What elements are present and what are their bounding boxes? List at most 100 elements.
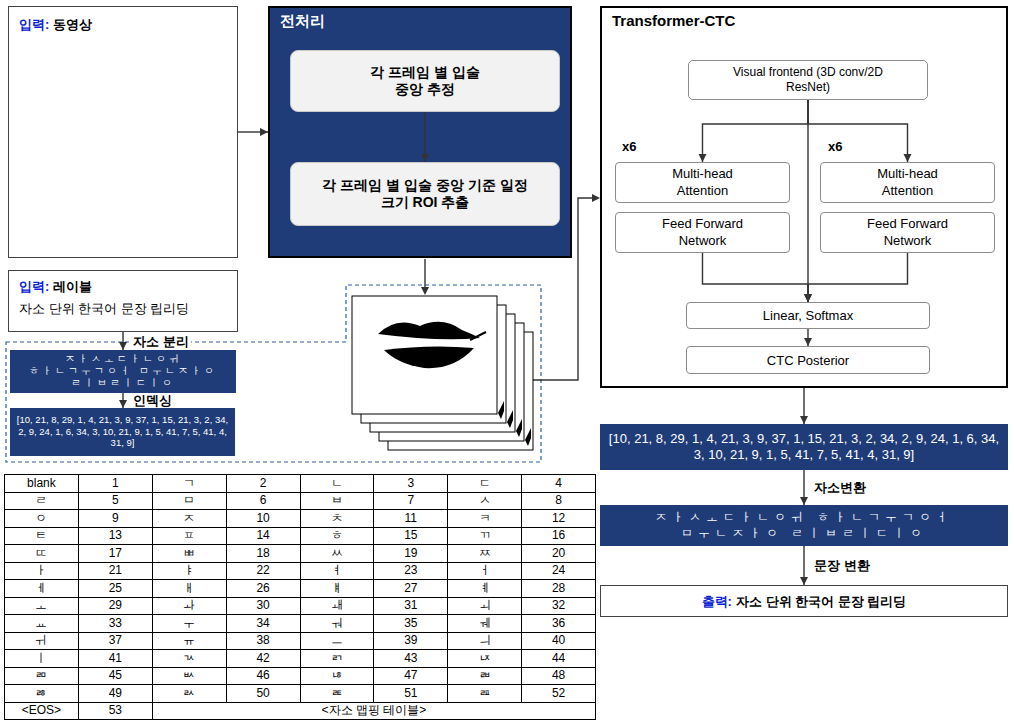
repeat-label: x6 — [622, 139, 636, 155]
cell-text: ㄳ — [183, 651, 195, 665]
cell-text: 23 — [404, 563, 417, 577]
text-wrap: [10, 21, 8, 29, 1, 4, 21, 3, 9, 37, 1, 1… — [608, 431, 1000, 464]
table-cell: ㅖ — [448, 580, 522, 598]
table-cell: ㅈ — [152, 510, 226, 528]
cell-text: 22 — [256, 563, 269, 577]
cell-text: 21 — [109, 563, 122, 577]
table-cell: 16 — [522, 527, 596, 545]
table-cell: 39 — [374, 632, 448, 650]
table-cell: ㅂ — [300, 492, 374, 510]
cell-text: ㅘ — [183, 598, 195, 612]
cell-text: 46 — [256, 668, 269, 682]
cell-text: ㅡ — [331, 633, 343, 647]
node-text: 자소 단위 한국어 문장 립리딩 — [19, 301, 227, 317]
arrow-head — [804, 294, 812, 302]
connector — [804, 329, 812, 346]
edge-label: 자소변환 — [812, 480, 868, 495]
cell-text: ㄺ — [331, 651, 343, 665]
cell-text: ㅕ — [331, 563, 343, 577]
table-cell: ㄹ — [5, 492, 79, 510]
table-cell: ㅛ — [5, 615, 79, 633]
connector — [800, 470, 808, 505]
cell-text: ㅟ — [35, 633, 47, 647]
node-text: Transformer-CTC — [612, 12, 735, 31]
arrow-head — [800, 577, 808, 585]
arrow-head — [800, 497, 808, 505]
cell-text: 11 — [405, 511, 417, 525]
cell-text: 29 — [109, 598, 122, 612]
connector — [808, 100, 912, 162]
connector — [804, 253, 908, 302]
connector — [800, 546, 808, 585]
attention-box: Multi-head Attention — [820, 162, 995, 203]
connector — [703, 253, 813, 302]
table-cell: ㄼ — [448, 667, 522, 685]
cell-text: ㅞ — [479, 616, 491, 630]
connector-line — [807, 100, 808, 302]
table-cell: 7 — [374, 492, 448, 510]
cell-text: 53 — [109, 703, 122, 717]
table-cell: 48 — [522, 667, 596, 685]
ffn-box: Feed Forward Network — [615, 212, 790, 253]
cell-text: 1 — [112, 476, 119, 490]
cell-text: ㅜ — [183, 616, 195, 630]
cell-text: 6 — [260, 493, 267, 507]
table-cell: 10 — [226, 510, 300, 528]
table-cell: 6 — [226, 492, 300, 510]
table-cell: 32 — [522, 597, 596, 615]
cell-text: 7 — [407, 493, 414, 507]
table-cell: 2 — [226, 475, 300, 493]
table-cell: ㄳ — [152, 650, 226, 668]
cell-text: 4 — [555, 476, 562, 490]
text-wrap: ㅈㅏㅅㅗㄷㅏㄴㅇㅟ ㅎㅏㄴㄱㅜㄱㅇㅓ ㅁㅜㄴㅈㅏㅇ ㄹㅣㅂㄹㅣㄷㅣㅇ — [14, 353, 232, 390]
table-cell: ㅉ — [448, 545, 522, 563]
cell-text: ㅄ — [183, 668, 195, 682]
cell-text: 44 — [552, 651, 565, 665]
cell-text: 9 — [112, 511, 119, 525]
table-cell: 13 — [78, 527, 152, 545]
cell-text: ㅓ — [479, 563, 491, 577]
jamo-box: ㅈㅏㅅㅗㄷㅏㄴㅇㅟ ㅎㅏㄴㄱㅜㄱㅇㅓ ㅁㅜㄴㅈㅏㅇ ㄹㅣㅂㄹㅣㄷㅣㅇ — [600, 505, 1008, 546]
edge-label: 인덱싱 — [131, 393, 174, 408]
text-wrap: Feed Forward Network — [648, 216, 758, 249]
arrow-head — [592, 194, 600, 202]
cell-text: 24 — [552, 563, 565, 577]
table-cell: 52 — [522, 685, 596, 703]
table-cell: ㅘ — [152, 597, 226, 615]
cell-text: 15 — [404, 528, 417, 542]
table-cell: 31 — [374, 597, 448, 615]
index-box: [10, 21, 8, 29, 1, 4, 21, 3, 9, 37, 1, 1… — [10, 408, 235, 456]
cell-text: 40 — [552, 633, 565, 647]
connector-line — [808, 253, 908, 302]
table-cell: ㄾ — [300, 685, 374, 703]
cell-text: <EOS> — [22, 703, 61, 717]
node-text: 자소 단위 한국어 문장 립리딩 — [736, 594, 906, 610]
node-text: Multi-head Attention — [653, 166, 753, 199]
process-box: 각 프레임 별 입술 중앙 추정 — [290, 50, 560, 112]
edge-label: 자소 분리 — [131, 334, 191, 349]
cell-text: 39 — [404, 633, 417, 647]
table-cell: ㄱ — [152, 475, 226, 493]
text-wrap: Transformer-CTC — [612, 12, 996, 31]
table-cell: 28 — [522, 580, 596, 598]
table-cell: 8 — [522, 492, 596, 510]
cell-text: 37 — [109, 633, 122, 647]
table-cell: ㅕ — [300, 562, 374, 580]
text-wrap: 전처리 — [280, 12, 560, 31]
cell-text: ㅇ — [35, 511, 47, 525]
cell-text: ㄱ — [183, 476, 195, 490]
cell-text: ㄼ — [479, 668, 491, 682]
table-cell: ㅋ — [448, 510, 522, 528]
table-cell: 53 — [78, 702, 152, 720]
cell-text: 48 — [552, 668, 565, 682]
table-cell: ㅁ — [152, 492, 226, 510]
table-cell: ㅝ — [300, 615, 374, 633]
table-cell: 40 — [522, 632, 596, 650]
repeat-label: x6 — [828, 139, 842, 155]
cell-text: ㅉ — [479, 546, 491, 560]
cell-text: 30 — [256, 598, 269, 612]
table-cell: 17 — [78, 545, 152, 563]
cell-text: ㅌ — [35, 528, 47, 542]
table-cell: ㅙ — [300, 597, 374, 615]
